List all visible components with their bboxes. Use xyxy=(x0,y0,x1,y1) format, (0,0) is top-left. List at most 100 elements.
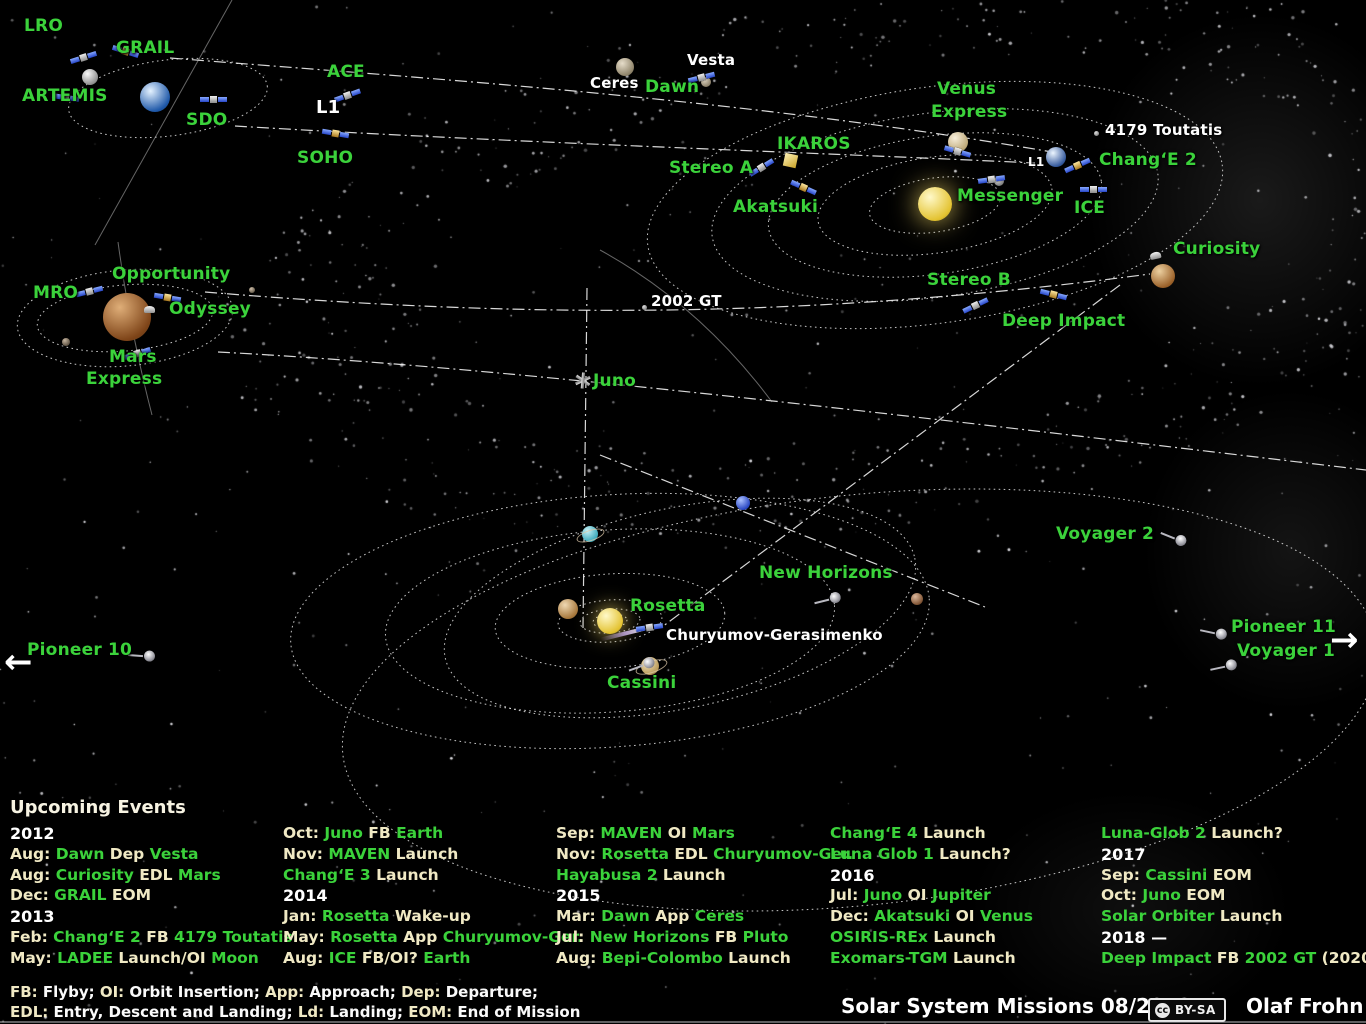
event-line: Dec: Akatsuki OI Venus xyxy=(830,907,1033,928)
event-text: Rosetta xyxy=(324,927,398,946)
arc-earth-heliocentric xyxy=(94,0,233,246)
craft-bus xyxy=(331,129,340,138)
orbit-inner-small xyxy=(579,608,641,634)
event-text: EOM: xyxy=(403,1003,453,1021)
event-line: 2018 — xyxy=(1101,928,1366,949)
event-text: Juno xyxy=(318,824,363,842)
event-text: Launch xyxy=(657,865,726,884)
event-text: App xyxy=(649,907,690,926)
event-text: Deep Impact xyxy=(1101,948,1212,967)
event-text: OSIRIS-REx xyxy=(830,927,928,946)
event-text: 2016 xyxy=(830,865,875,885)
orbit-inner-tiny xyxy=(592,613,628,629)
faint-orbit-arcs xyxy=(94,0,773,416)
event-text: Aug: xyxy=(10,865,51,884)
mercury xyxy=(994,176,1004,186)
event-text: LADEE xyxy=(51,948,114,967)
earth-1au xyxy=(1046,147,1066,167)
event-text: Mar: xyxy=(556,907,596,926)
event-text: Launch? xyxy=(933,844,1011,863)
orbit-mars-high xyxy=(16,268,234,368)
solar-panel xyxy=(1098,187,1107,192)
solar-panel xyxy=(653,623,664,630)
event-text: Venus xyxy=(974,907,1033,926)
poster-title: Solar System Missions 08/2012 xyxy=(841,994,1192,1018)
event-text: OI xyxy=(662,824,687,842)
event-text: Sep: xyxy=(1101,865,1140,884)
label-sdo: SDO xyxy=(186,110,228,130)
solar-panel xyxy=(1039,288,1050,296)
trajectory-new-horizons xyxy=(599,454,986,608)
label-2002-gt: 2002 GT xyxy=(651,292,722,310)
label-curiosity: Curiosity xyxy=(1173,239,1261,259)
license-text: BY-SA xyxy=(1175,1003,1216,1017)
label-messenger: Messenger xyxy=(957,186,1064,206)
solar-panel xyxy=(1080,187,1089,192)
trajectory-to-mars xyxy=(204,273,1151,311)
event-line: Jul: Juno OI Jupiter xyxy=(830,886,1033,907)
solar-panel xyxy=(943,145,954,153)
trajectory-juno xyxy=(582,287,588,629)
label-change-2: Chang‘E 2 xyxy=(1099,150,1197,170)
label-voyager-1: Voyager 1 xyxy=(1237,641,1336,661)
event-text: Approach; xyxy=(304,983,396,1001)
pioneer-10-direction-arrow-icon: ← xyxy=(4,642,33,682)
event-text: OI: xyxy=(94,983,125,1001)
event-line: Deep Impact FB 2002 GT (2020) xyxy=(1101,949,1366,970)
label-ikaros: IKAROS xyxy=(777,134,851,154)
event-text: Exomars-TGM xyxy=(830,948,948,967)
phobos xyxy=(62,338,70,346)
event-text: FB xyxy=(709,927,738,946)
event-text: Launch xyxy=(390,844,459,863)
craft-boom xyxy=(814,598,830,604)
label-soho: SOHO xyxy=(297,148,354,168)
event-text: Chang‘E 4 xyxy=(830,824,918,842)
craft-bus xyxy=(645,623,654,632)
event-text: 2012 xyxy=(10,824,55,843)
label-akatsuki: Akatsuki xyxy=(733,197,819,217)
mars-inset xyxy=(103,293,151,341)
sun-outer xyxy=(597,608,623,634)
orbit-pluto xyxy=(443,497,917,719)
event-text: Dep: xyxy=(395,983,441,1001)
label-l1-sun-earth: L1 xyxy=(316,97,341,118)
event-text: Chang‘E 2 xyxy=(47,927,141,946)
trajectory-outbound xyxy=(217,351,1366,471)
event-text: Earth xyxy=(417,948,471,967)
trajectory-rosetta xyxy=(661,284,1121,628)
label-mro: MRO xyxy=(33,283,79,303)
event-text: Earth xyxy=(390,824,444,842)
label-mars-express-1: Mars xyxy=(109,347,157,367)
event-text: Launch xyxy=(927,927,996,946)
event-text: Landing; xyxy=(324,1003,404,1021)
label-churyumov-gerasimenko: Churyumov-Gerasimenko xyxy=(666,626,883,644)
label-deep-impact: Deep Impact xyxy=(1002,311,1126,331)
solar-panel xyxy=(339,131,350,139)
orbit-venus xyxy=(817,154,1053,256)
event-text: Curiosity xyxy=(50,865,134,884)
event-text: 2015 xyxy=(556,886,601,906)
event-line: 2014 xyxy=(283,886,583,907)
event-text: Nov: xyxy=(556,844,596,863)
sun-inner xyxy=(918,187,952,221)
solar-panel xyxy=(218,97,227,102)
event-text: GRAIL xyxy=(48,886,107,905)
event-text: Dec: xyxy=(10,886,49,905)
jupiter xyxy=(558,599,578,619)
event-text: Wake-up xyxy=(389,907,471,926)
event-text: Cassini xyxy=(1139,865,1208,884)
event-line: Feb: Chang‘E 2 FB 4179 Toutatis xyxy=(10,928,293,949)
event-text: 2013 xyxy=(10,907,55,927)
abbreviation-legend: FB: Flyby; OI: Orbit Insertion; App: App… xyxy=(10,983,580,1023)
mars-1-5au xyxy=(1151,264,1175,288)
event-line: Luna Glob 1 Launch? xyxy=(830,845,1033,866)
event-line: Sep: Cassini EOM xyxy=(1101,866,1366,887)
event-text: May: xyxy=(10,948,52,967)
event-line: Exomars-TGM Launch xyxy=(830,949,1033,970)
orbit-ellipses xyxy=(16,57,1366,912)
event-text: Oct: xyxy=(1101,886,1137,905)
